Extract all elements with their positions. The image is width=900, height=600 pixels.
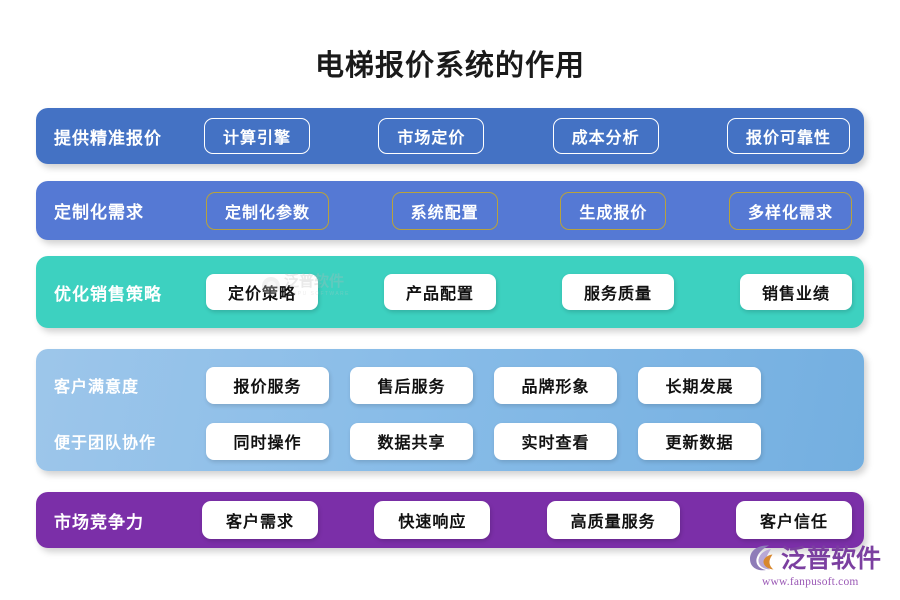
chip-system-configuration[interactable]: 系统配置 bbox=[391, 191, 498, 230]
chip-group-accurate-quote: 计算引擎 市场定价 成本分析 报价可靠性 bbox=[204, 118, 850, 154]
brand-logo: 泛普软件 www.fanpusoft.com bbox=[746, 544, 882, 588]
chip-long-term-development[interactable]: 长期发展 bbox=[638, 366, 761, 404]
row-label-customization: 定制化需求 bbox=[54, 203, 144, 222]
chip-group-customer-satisfaction: 报价服务 售后服务 品牌形象 长期发展 bbox=[206, 366, 761, 404]
category-row-accurate-quote: 提供精准报价 计算引擎 市场定价 成本分析 报价可靠性 bbox=[36, 108, 864, 164]
chip-customer-trust[interactable]: 客户信任 bbox=[735, 501, 852, 539]
chip-quotation-service[interactable]: 报价服务 bbox=[206, 366, 329, 404]
chip-group-sales-strategy: 定价策略 产品配置 服务质量 销售业绩 bbox=[206, 274, 852, 310]
chip-service-quality[interactable]: 服务质量 bbox=[561, 274, 674, 310]
brand-url: www.fanpusoft.com bbox=[762, 576, 859, 588]
chip-after-sales-service[interactable]: 售后服务 bbox=[350, 366, 473, 404]
page-title: 电梯报价系统的作用 bbox=[314, 50, 585, 82]
chip-quote-reliability[interactable]: 报价可靠性 bbox=[726, 118, 850, 154]
row-label-customer-satisfaction: 客户满意度 bbox=[54, 379, 140, 396]
chip-brand-image[interactable]: 品牌形象 bbox=[494, 366, 617, 404]
chip-custom-parameters[interactable]: 定制化参数 bbox=[206, 191, 330, 230]
chip-real-time-view[interactable]: 实时查看 bbox=[494, 422, 617, 460]
category-row-customization: 定制化需求 定制化参数 系统配置 生成报价 多样化需求 bbox=[36, 181, 864, 240]
chip-generate-quote[interactable]: 生成报价 bbox=[560, 191, 667, 230]
fanpu-logo-icon bbox=[750, 545, 774, 571]
row-label-team-collaboration: 便于团队协作 bbox=[54, 435, 157, 452]
chip-group-team-collaboration: 同时操作 数据共享 实时查看 更新数据 bbox=[206, 422, 761, 460]
subrow-team-collaboration: 便于团队协作 同时操作 数据共享 实时查看 更新数据 bbox=[36, 416, 864, 466]
chip-group-market-competitiveness: 客户需求 快速响应 高质量服务 客户信任 bbox=[202, 501, 852, 539]
category-row-satisfaction-collaboration: 客户满意度 报价服务 售后服务 品牌形象 长期发展 便于团队协作 同时操作 数据… bbox=[36, 349, 864, 471]
chip-group-customization: 定制化参数 系统配置 生成报价 多样化需求 bbox=[206, 191, 852, 230]
chip-simultaneous-operation[interactable]: 同时操作 bbox=[206, 422, 329, 460]
chip-calculation-engine[interactable]: 计算引擎 bbox=[204, 118, 311, 154]
category-row-market-competitiveness: 市场竞争力 客户需求 快速响应 高质量服务 客户信任 bbox=[36, 492, 864, 548]
chip-pricing-strategy[interactable]: 定价策略 bbox=[206, 274, 319, 310]
brand-logo-top: 泛普软件 bbox=[746, 544, 881, 574]
chip-diverse-demand[interactable]: 多样化需求 bbox=[728, 191, 852, 230]
row-label-sales-strategy: 优化销售策略 bbox=[54, 284, 162, 304]
row-label-accurate-quote: 提供精准报价 bbox=[54, 128, 162, 148]
category-row-sales-strategy: 优化销售策略 定价策略 产品配置 服务质量 销售业绩 bbox=[36, 256, 864, 328]
chip-cost-analysis[interactable]: 成本分析 bbox=[552, 118, 659, 154]
chip-product-configuration[interactable]: 产品配置 bbox=[383, 274, 496, 310]
brand-name: 泛普软件 bbox=[781, 545, 882, 573]
chip-data-sharing[interactable]: 数据共享 bbox=[350, 422, 473, 460]
chip-market-pricing[interactable]: 市场定价 bbox=[378, 118, 485, 154]
chip-customer-demand[interactable]: 客户需求 bbox=[202, 501, 319, 539]
chip-update-data[interactable]: 更新数据 bbox=[638, 422, 761, 460]
chip-high-quality-service[interactable]: 高质量服务 bbox=[546, 501, 680, 539]
subrow-customer-satisfaction: 客户满意度 报价服务 售后服务 品牌形象 长期发展 bbox=[36, 360, 864, 410]
row-label-market-competitiveness: 市场竞争力 bbox=[54, 512, 144, 532]
chip-sales-performance[interactable]: 销售业绩 bbox=[739, 274, 852, 310]
chip-fast-response[interactable]: 快速响应 bbox=[374, 501, 491, 539]
